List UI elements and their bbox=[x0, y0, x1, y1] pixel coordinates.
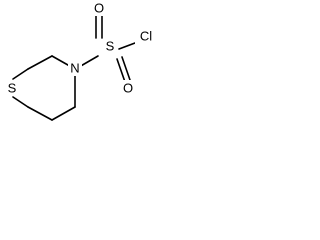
sulfur-sulfonyl-label: S bbox=[106, 39, 115, 54]
bond-c2-s-ring bbox=[12, 68, 29, 80]
bond-c6-c5 bbox=[27, 106, 53, 121]
bond-c5-n bbox=[51, 106, 76, 121]
bond-s-o-bottom-1 bbox=[116, 58, 126, 83]
molecule-drawing: S N S O O Cl bbox=[5, 0, 157, 121]
bond-s-cl bbox=[118, 42, 136, 50]
nitrogen-bg bbox=[68, 60, 82, 76]
bond-n-s-sulfonyl bbox=[78, 55, 99, 68]
bond-c3-c2 bbox=[27, 55, 53, 70]
sulfur-ring-label: S bbox=[8, 81, 17, 96]
chlorine-bg bbox=[135, 28, 157, 44]
bond-s-ring-c6 bbox=[12, 96, 29, 108]
structure-diagram: S N S O O Cl bbox=[0, 0, 158, 128]
sulfur-sulfonyl-bg bbox=[103, 38, 117, 54]
oxygen-top-bg bbox=[92, 0, 106, 16]
chlorine-label: Cl bbox=[140, 29, 152, 44]
sulfur-ring-bg bbox=[5, 80, 19, 96]
oxygen-bottom-label: O bbox=[123, 81, 133, 96]
bond-s-o-bottom-2 bbox=[121, 56, 131, 81]
oxygen-top-label: O bbox=[94, 1, 104, 16]
oxygen-bottom-bg bbox=[121, 80, 135, 96]
nitrogen-label: N bbox=[70, 61, 79, 76]
